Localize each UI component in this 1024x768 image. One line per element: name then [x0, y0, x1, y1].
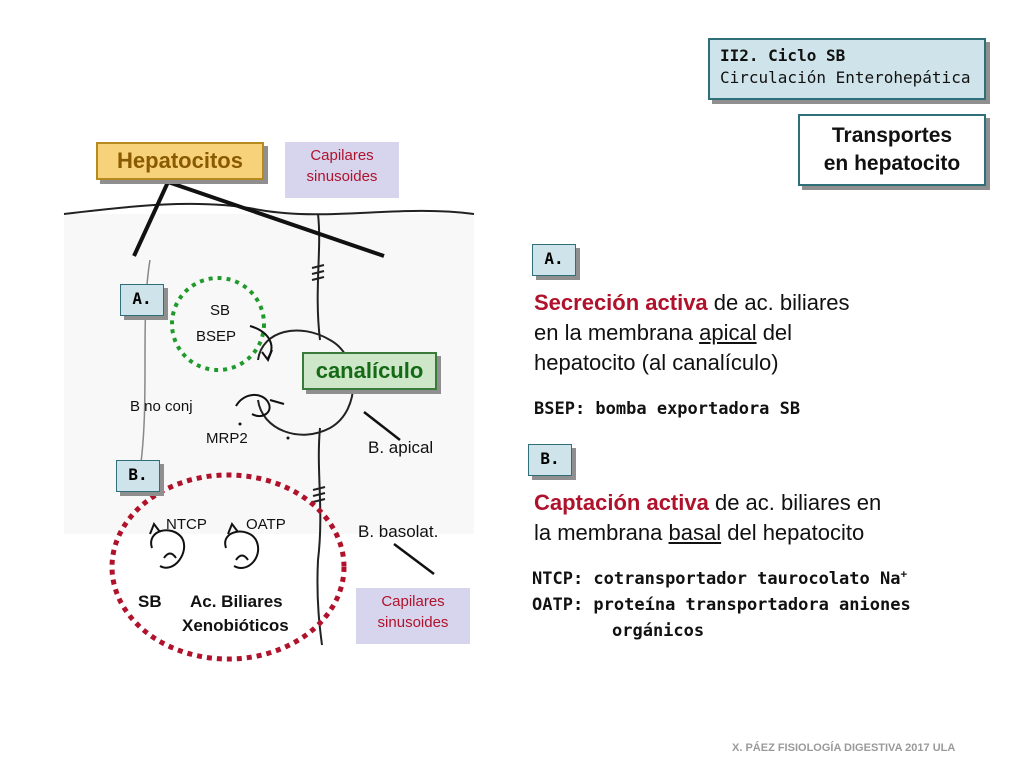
- sb-substrate-label: SB: [138, 592, 162, 611]
- section-a-underline: apical: [699, 320, 757, 345]
- section-b-text2: la membrana: [534, 520, 669, 545]
- bsep-text: : bomba exportadora SB: [574, 399, 801, 419]
- hepatocyte-diagram: [63, 180, 475, 662]
- green-dotted-circle: [170, 276, 266, 372]
- mrp2-label: MRP2: [206, 430, 248, 447]
- ntcp-term: NTCP: [532, 569, 573, 589]
- section-a-line1: Secreción activa de ac. biliares: [534, 288, 974, 318]
- pointer-line-2: [167, 180, 385, 258]
- left-membrane: [139, 259, 151, 471]
- header-line1: II2. Ciclo SB: [720, 46, 846, 65]
- bsep-definition: BSEP: bomba exportadora SB: [534, 396, 800, 422]
- hepatocitos-label: Hepatocitos: [96, 142, 264, 180]
- diagram-tag-a: A.: [120, 284, 164, 316]
- section-b-tag: B.: [528, 444, 572, 476]
- ntcp-definition: NTCP: cotransportador taurocolato Na+: [532, 566, 907, 592]
- tight-junction-bottom: [312, 486, 326, 503]
- section-a-text3: del: [756, 320, 793, 345]
- oatp-definition-line2: orgánicos: [612, 621, 705, 641]
- section-a-text2: en la membrana: [534, 320, 700, 345]
- oatp-label: OATP: [246, 516, 286, 533]
- section-header: II2. Ciclo SB Circulación Enterohepática: [708, 38, 986, 100]
- footer-credit: X. PÁEZ FISIOLOGÍA DIGESTIVA 2017 ULA: [732, 742, 956, 754]
- section-a-line2: en la membrana apical del: [534, 318, 974, 348]
- oatp-text: : proteína transportadora aniones: [572, 595, 911, 615]
- section-b-line2: la membrana basal del hepatocito: [534, 518, 984, 548]
- ntcp-transporter: [150, 529, 185, 569]
- top-membrane-line: [63, 202, 475, 216]
- pointer-line-1: [132, 181, 170, 257]
- capilares-top-line1: Capilares: [310, 147, 374, 164]
- section-b-text3: del hepatocito: [721, 520, 865, 545]
- diagram-tag-b: B.: [116, 460, 160, 492]
- capilares-bottom-line1: Capilares: [381, 593, 445, 610]
- ntcp-sup: +: [900, 567, 908, 581]
- section-b-text: Captación activa de ac. biliares en la m…: [534, 488, 984, 548]
- apical-pointer: [363, 411, 401, 441]
- section-b-text1: de ac. biliares en: [708, 490, 882, 515]
- capilares-top-line2: sinusoides: [306, 168, 378, 185]
- basolat-pointer: [393, 543, 435, 575]
- ntcp-text: : cotransportador taurocolato Na: [572, 569, 901, 589]
- section-a-tag: A.: [532, 244, 576, 276]
- topic-box: Transportes en hepatocito: [798, 114, 986, 186]
- tight-junction-top: [311, 264, 325, 281]
- section-a-line3: hepatocito (al canalículo): [534, 350, 779, 375]
- bsep-term: BSEP: [534, 399, 575, 419]
- b-apical-label: B. apical: [368, 438, 434, 457]
- intercellular-membrane-bottom: [316, 427, 323, 646]
- section-a-text: Secreción activa de ac. biliares en la m…: [534, 288, 974, 378]
- oatp-transporter: [224, 530, 259, 569]
- bsep-label: BSEP: [196, 328, 237, 345]
- header-line2: Circulación Enterohepática: [720, 68, 971, 87]
- mrp2-arrow: [235, 394, 271, 418]
- ac-biliares-label: Ac. Biliares: [190, 592, 283, 611]
- topic-line2: en hepatocito: [823, 152, 961, 175]
- section-b-line1: Captación activa de ac. biliares en: [534, 488, 984, 518]
- capilares-bottom-line2: sinusoides: [377, 614, 449, 631]
- b-no-conj-label: B no conj: [130, 398, 193, 415]
- capilares-bottom-label: Capilares sinusoides: [356, 588, 470, 644]
- sb-label: SB: [210, 302, 231, 319]
- section-a-bold: Secreción activa: [534, 290, 708, 315]
- red-dotted-ellipse: [109, 472, 347, 662]
- canaliculo-label: canalículo: [302, 352, 437, 390]
- section-a-text1: de ac. biliares: [707, 290, 850, 315]
- oatp-term: OATP: [532, 595, 573, 615]
- xenobioticos-label: Xenobióticos: [182, 616, 289, 635]
- topic-line1: Transportes: [831, 124, 953, 147]
- section-b-bold: Captación activa: [534, 490, 709, 515]
- capilares-top-label: Capilares sinusoides: [285, 142, 399, 198]
- b-basolat-label: B. basolat.: [358, 522, 439, 541]
- section-b-underline: basal: [668, 520, 722, 545]
- oatp-definition: OATP: proteína transportadora aniones: [532, 592, 911, 618]
- ntcp-label: NTCP: [166, 516, 207, 533]
